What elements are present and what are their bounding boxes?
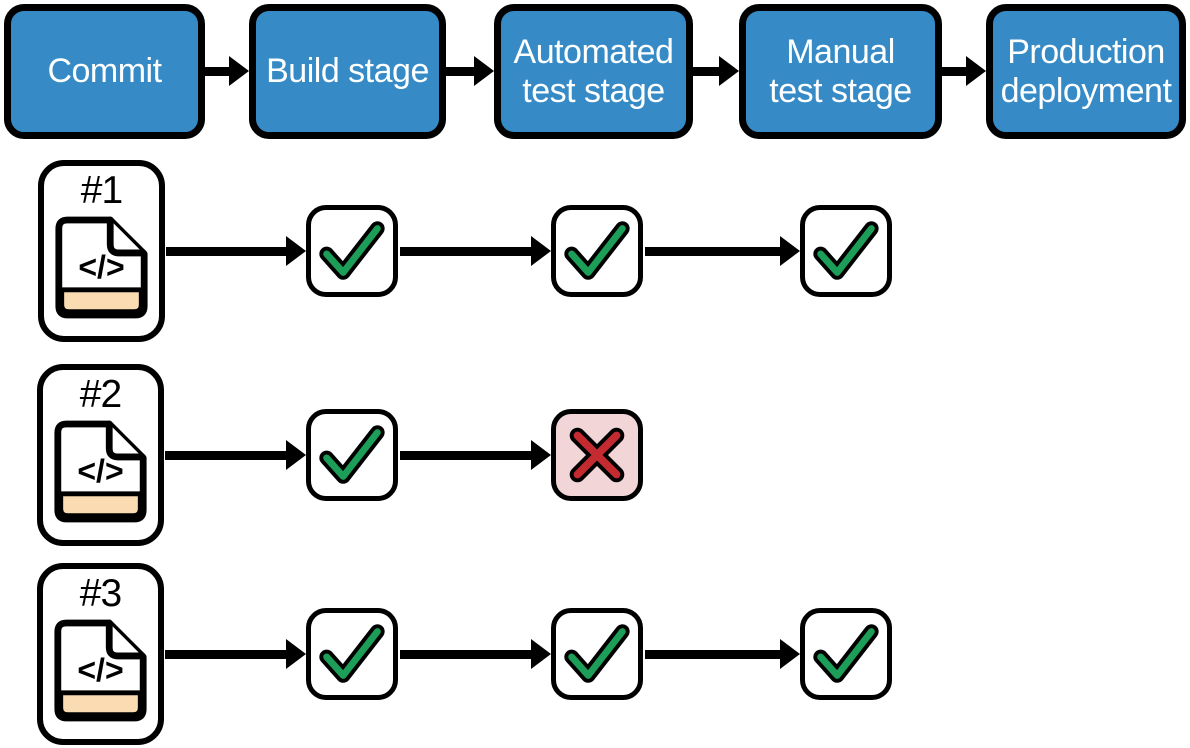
arrow-shaft — [645, 246, 784, 256]
arrow-head-icon — [286, 440, 306, 470]
commit2-automated-status-fail — [551, 409, 643, 501]
check-mark-icon — [319, 425, 385, 484]
arrow-shaft — [693, 66, 723, 76]
arrow-commit3-automated-to-manual — [645, 639, 800, 669]
arrow-commit-to-build — [205, 56, 249, 86]
arrow-shaft — [446, 66, 478, 76]
arrow-commit2-build-to-automated — [400, 440, 551, 470]
check-mark-icon — [319, 624, 385, 683]
arrow-shaft — [165, 450, 290, 460]
arrow-shaft — [165, 649, 290, 659]
commit-number: #1 — [80, 169, 123, 212]
arrow-shaft — [400, 649, 535, 659]
arrow-commit1-to-build — [166, 236, 306, 266]
arrow-head-icon — [780, 236, 800, 266]
arrow-build-to-automated — [446, 56, 494, 86]
arrow-head-icon — [780, 639, 800, 669]
arrow-head-icon — [286, 639, 306, 669]
arrow-head-icon — [966, 56, 986, 86]
arrow-shaft — [942, 66, 970, 76]
stage-box-commit: Commit — [4, 4, 205, 139]
code-glyph: </> — [77, 652, 123, 688]
arrow-shaft — [645, 649, 784, 659]
stage-box-production-deployment: Production deployment — [986, 4, 1186, 139]
code-file-icon: </> — [55, 216, 148, 319]
commit3-automated-status-pass — [551, 608, 643, 700]
commit2-build-status-pass — [306, 409, 398, 501]
arrow-automated-to-manual — [693, 56, 739, 86]
check-mark-icon — [813, 221, 879, 280]
arrow-head-icon — [474, 56, 494, 86]
stage-box-manual-test: Manual test stage — [739, 4, 942, 139]
commit1-manual-status-pass — [800, 205, 892, 297]
arrow-head-icon — [719, 56, 739, 86]
code-glyph: </> — [78, 249, 124, 285]
commit-number: #2 — [79, 373, 122, 416]
commit-card-3: #3 </> — [37, 563, 164, 745]
stage-box-build: Build stage — [249, 4, 446, 139]
arrow-head-icon — [531, 440, 551, 470]
arrow-head-icon — [286, 236, 306, 266]
stage-box-automated-test: Automated test stage — [494, 4, 693, 139]
commit1-build-status-pass — [306, 205, 398, 297]
arrow-manual-to-production — [942, 56, 986, 86]
commit3-build-status-pass — [306, 608, 398, 700]
commit-card-2: #2 </> — [37, 364, 164, 546]
arrow-head-icon — [229, 56, 249, 86]
check-mark-icon — [564, 624, 630, 683]
arrow-shaft — [166, 246, 290, 256]
cross-mark-icon — [569, 427, 625, 483]
commit-number: #3 — [79, 572, 122, 615]
check-mark-icon — [564, 221, 630, 280]
check-mark-icon — [319, 221, 385, 280]
commit1-automated-status-pass — [551, 205, 643, 297]
arrow-head-icon — [531, 236, 551, 266]
arrow-commit3-build-to-automated — [400, 639, 551, 669]
arrow-commit2-to-build — [165, 440, 306, 470]
arrow-head-icon — [531, 639, 551, 669]
code-file-icon: </> — [54, 619, 147, 722]
arrow-commit1-automated-to-manual — [645, 236, 800, 266]
commit3-manual-status-pass — [800, 608, 892, 700]
arrow-shaft — [205, 66, 233, 76]
arrow-shaft — [400, 246, 535, 256]
commit-card-1: #1 </> — [38, 160, 165, 342]
check-mark-icon — [813, 624, 879, 683]
arrow-commit3-to-build — [165, 639, 306, 669]
arrow-shaft — [400, 450, 535, 460]
arrow-commit1-build-to-automated — [400, 236, 551, 266]
code-glyph: </> — [77, 453, 123, 489]
code-file-icon: </> — [54, 420, 147, 523]
